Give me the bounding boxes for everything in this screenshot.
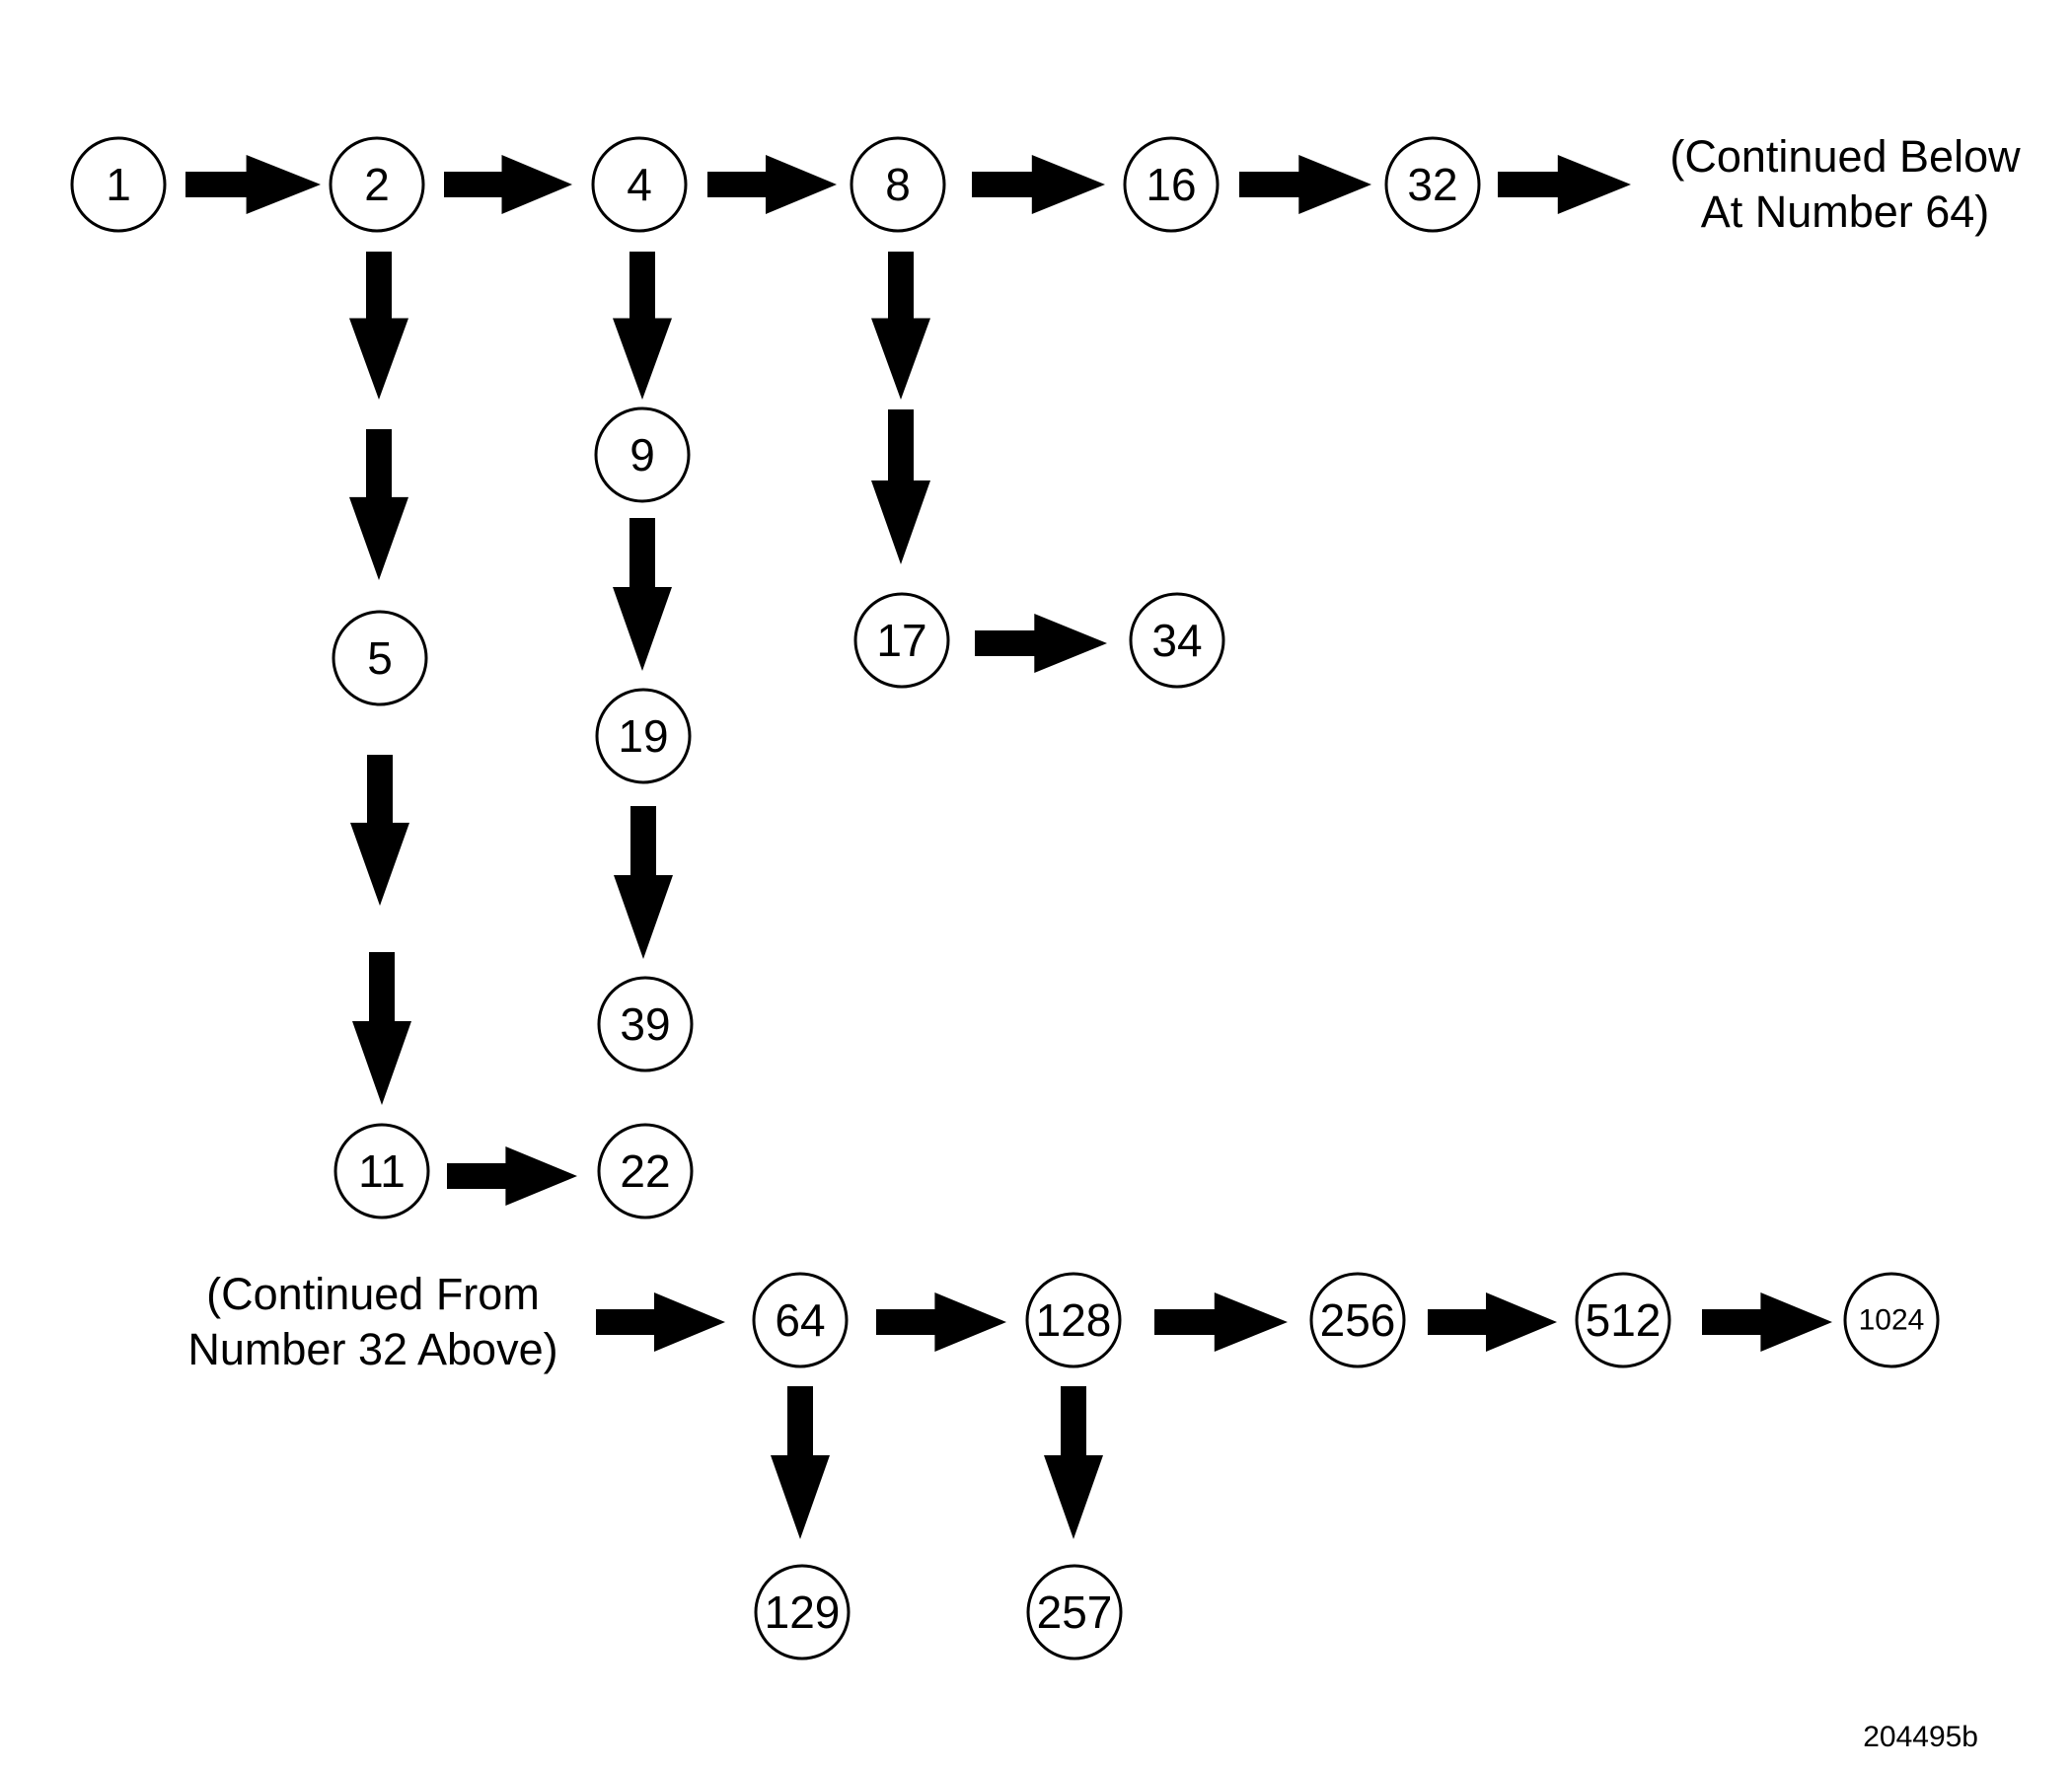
node-circle — [597, 1123, 694, 1219]
node-circle — [333, 1123, 430, 1219]
continued-from-note-line-2: Number 32 Above) — [187, 1324, 557, 1374]
arrow-n16-to-n32 — [1239, 155, 1371, 214]
node-label: 5 — [367, 632, 393, 684]
continued-from-note-line-1: (Continued From — [206, 1269, 540, 1319]
node-9: 9 — [594, 406, 691, 503]
node-39: 39 — [597, 976, 694, 1072]
node-64: 64 — [752, 1272, 849, 1368]
node-1: 1 — [70, 136, 167, 233]
node-128: 128 — [1025, 1272, 1122, 1368]
arrow-n11-to-n22 — [447, 1146, 577, 1206]
node-circle — [1026, 1564, 1123, 1660]
node-label: 39 — [620, 998, 670, 1050]
arrows-layer — [185, 155, 1832, 1539]
arrow-n2-to-n5-2 — [349, 429, 408, 580]
node-11: 11 — [333, 1123, 430, 1219]
node-19: 19 — [595, 688, 692, 784]
node-label: 1 — [106, 159, 131, 210]
node-label: 9 — [629, 429, 655, 480]
node-2: 2 — [329, 136, 425, 233]
arrow-n1-to-n2 — [185, 155, 321, 214]
node-16: 16 — [1123, 136, 1220, 233]
node-label: 32 — [1407, 159, 1457, 210]
node-circle — [1129, 592, 1225, 689]
node-circle — [850, 136, 946, 233]
figure-id: 204495b — [1863, 1721, 1978, 1753]
arrow-n2-to-n5 — [349, 252, 408, 400]
arrow-n32-to-note_top — [1498, 155, 1631, 214]
node-5: 5 — [332, 610, 428, 706]
arrow-n512-to-n1024 — [1702, 1292, 1832, 1352]
node-label: 16 — [1146, 159, 1196, 210]
arrow-n4-to-n8 — [707, 155, 837, 214]
node-32: 32 — [1384, 136, 1481, 233]
node-circle — [597, 976, 694, 1072]
node-1024: 1024 — [1843, 1272, 1940, 1368]
node-4: 4 — [591, 136, 688, 233]
arrow-n19-to-n39 — [614, 806, 673, 959]
node-label: 4 — [627, 159, 652, 210]
node-circle — [1123, 136, 1220, 233]
node-label: 17 — [876, 615, 926, 666]
node-34: 34 — [1129, 592, 1225, 689]
arrow-n64-to-n129 — [771, 1386, 830, 1539]
node-label: 2 — [364, 159, 390, 210]
node-circle — [1384, 136, 1481, 233]
node-circle — [329, 136, 425, 233]
node-circle — [591, 136, 688, 233]
arrow-n8-to-n16 — [972, 155, 1105, 214]
node-label: 257 — [1037, 1587, 1113, 1638]
arrow-n8-to-n17 — [871, 252, 930, 400]
arrow-n5-to-n11-2 — [352, 952, 411, 1105]
node-17: 17 — [853, 592, 950, 689]
arrow-n256-to-n512 — [1428, 1292, 1557, 1352]
node-circle — [752, 1272, 849, 1368]
node-circle — [853, 592, 950, 689]
arrow-n128-to-n257 — [1044, 1386, 1103, 1539]
continued-below-note-line-2: At Number 64) — [1701, 186, 1990, 237]
arrow-n4-to-n9 — [613, 252, 672, 400]
node-circle — [595, 688, 692, 784]
arrow-n64-to-n128 — [876, 1292, 1006, 1352]
node-label: 11 — [358, 1145, 406, 1197]
node-label: 64 — [775, 1294, 825, 1346]
node-label: 128 — [1036, 1294, 1112, 1346]
arrow-n128-to-n256 — [1154, 1292, 1288, 1352]
node-circle — [1309, 1272, 1406, 1368]
node-circle — [70, 136, 167, 233]
arrow-n2-to-n4 — [444, 155, 572, 214]
node-label: 256 — [1320, 1294, 1396, 1346]
node-label: 22 — [620, 1145, 670, 1197]
continued-below-note-line-1: (Continued Below — [1669, 131, 2021, 182]
node-circle — [332, 610, 428, 706]
node-circle — [1575, 1272, 1671, 1368]
node-circle — [1025, 1272, 1122, 1368]
nodes-layer: 1 2 4 8 16 32 5 11 22 9 19 39 17 34 64 128 256 512 1024 129… — [70, 136, 1940, 1660]
node-22: 22 — [597, 1123, 694, 1219]
node-label: 34 — [1151, 615, 1202, 666]
node-circle — [594, 406, 691, 503]
arrow-n5-to-n11 — [350, 755, 409, 906]
node-8: 8 — [850, 136, 946, 233]
node-label: 19 — [618, 710, 668, 762]
arrow-n9-to-n19 — [613, 518, 672, 671]
node-label: 8 — [885, 159, 911, 210]
arrow-n8-to-n17-2 — [871, 409, 930, 564]
node-label: 512 — [1586, 1294, 1662, 1346]
node-256: 256 — [1309, 1272, 1406, 1368]
node-label: 129 — [765, 1587, 841, 1638]
node-label: 1024 — [1859, 1304, 1925, 1337]
arrow-note_bottom-to-n64 — [596, 1292, 725, 1352]
node-circle — [1843, 1272, 1940, 1368]
node-257: 257 — [1026, 1564, 1123, 1660]
node-512: 512 — [1575, 1272, 1671, 1368]
arrow-n17-to-n34 — [975, 614, 1107, 673]
node-circle — [754, 1564, 851, 1660]
node-129: 129 — [754, 1564, 851, 1660]
